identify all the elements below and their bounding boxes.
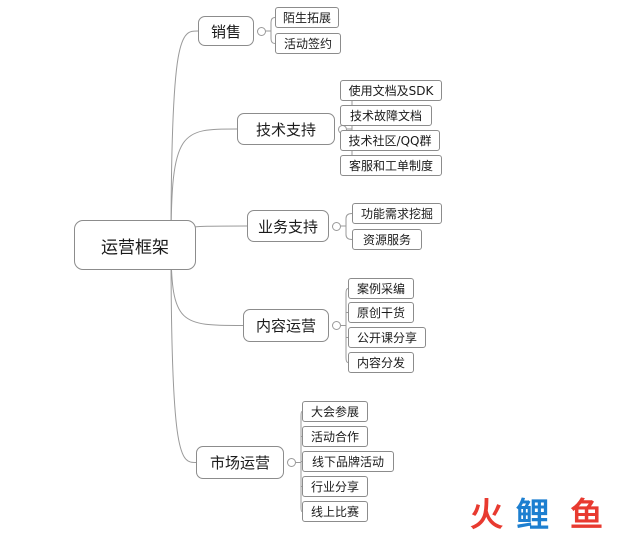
leaf-node[interactable]: 技术故障文档	[340, 105, 432, 126]
leaf-node[interactable]: 案例采编	[348, 278, 414, 299]
watermark-char: 鲤	[516, 495, 549, 534]
root-branch-connector	[170, 30, 199, 246]
leaf-node[interactable]: 线下品牌活动	[302, 451, 394, 472]
leaf-node[interactable]: 大会参展	[302, 401, 368, 422]
watermark-char: 火	[470, 495, 503, 534]
watermark-logo: 火 鲤 鱼	[470, 488, 630, 534]
leaf-bracket-connector	[345, 288, 349, 363]
branch-node[interactable]: 销售	[198, 16, 254, 46]
leaf-node[interactable]: 使用文档及SDK	[340, 80, 442, 101]
leaf-node[interactable]: 客服和工单制度	[340, 155, 442, 176]
root-branch-connector	[170, 244, 197, 463]
leaf-node[interactable]: 陌生拓展	[275, 7, 339, 28]
leaf-node[interactable]: 原创干货	[348, 302, 414, 323]
watermark-char: 鱼	[570, 495, 603, 534]
leaf-node[interactable]: 线上比赛	[302, 501, 368, 522]
branch-node[interactable]: 内容运营	[243, 309, 329, 342]
branch-node[interactable]: 技术支持	[237, 113, 335, 145]
collapse-toggle-icon[interactable]	[332, 221, 341, 231]
leaf-bracket-connector	[345, 213, 353, 240]
leaf-node[interactable]: 功能需求挖掘	[352, 203, 442, 224]
leaf-node[interactable]: 活动合作	[302, 426, 368, 447]
collapse-toggle-icon[interactable]	[257, 26, 266, 36]
leaf-node[interactable]: 活动签约	[275, 33, 341, 54]
root-node[interactable]: 运营框架	[74, 220, 196, 270]
branch-node[interactable]: 业务支持	[247, 210, 329, 242]
leaf-node[interactable]: 公开课分享	[348, 327, 426, 348]
leaf-node[interactable]: 行业分享	[302, 476, 368, 497]
leaf-node[interactable]: 内容分发	[348, 352, 414, 373]
leaf-node[interactable]: 技术社区/QQ群	[340, 130, 440, 151]
leaf-node[interactable]: 资源服务	[352, 229, 422, 250]
root-branch-connector	[170, 128, 238, 246]
leaf-bracket-connector	[270, 17, 276, 44]
branch-node[interactable]: 市场运营	[196, 446, 284, 479]
collapse-toggle-icon[interactable]	[287, 458, 296, 467]
collapse-toggle-icon[interactable]	[332, 321, 341, 330]
